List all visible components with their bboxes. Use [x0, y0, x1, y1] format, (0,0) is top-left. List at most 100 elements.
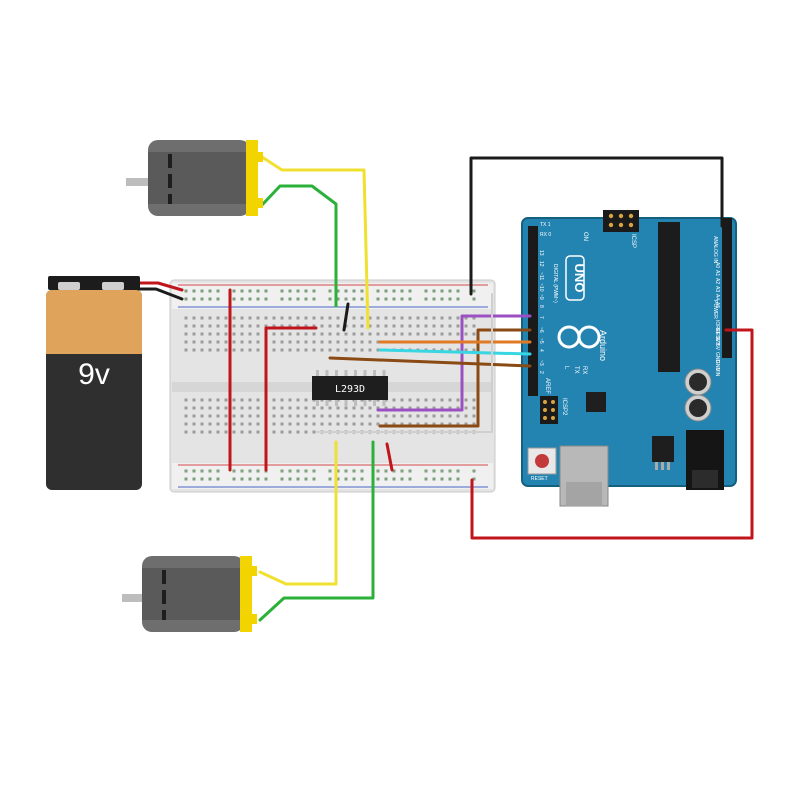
terminal-hole — [224, 348, 228, 352]
rail-hole — [472, 289, 476, 293]
rail-hole — [384, 477, 388, 481]
terminal-hole — [296, 332, 300, 336]
terminal-hole — [208, 414, 212, 418]
terminal-hole — [328, 332, 332, 336]
rail-hole — [312, 297, 316, 301]
terminal-hole — [240, 332, 244, 336]
rail-hole — [400, 477, 404, 481]
terminal-hole — [288, 406, 292, 410]
terminal-hole — [424, 332, 428, 336]
terminal-hole — [304, 430, 308, 434]
terminal-hole — [432, 316, 436, 320]
terminal-hole — [272, 422, 276, 426]
terminal-hole — [288, 430, 292, 434]
terminal-hole — [304, 406, 308, 410]
terminal-hole — [248, 414, 252, 418]
terminal-hole — [336, 422, 340, 426]
terminal-hole — [272, 324, 276, 328]
terminal-hole — [248, 406, 252, 410]
terminal-hole — [464, 406, 468, 410]
terminal-hole — [264, 316, 268, 320]
terminal-hole — [200, 414, 204, 418]
terminal-hole — [352, 414, 356, 418]
terminal-hole — [416, 398, 420, 402]
terminal-hole — [432, 414, 436, 418]
terminal-hole — [200, 324, 204, 328]
terminal-hole — [472, 332, 476, 336]
rail-hole — [448, 297, 452, 301]
terminal-hole — [392, 406, 396, 410]
terminal-hole — [264, 324, 268, 328]
terminal-hole — [304, 316, 308, 320]
rail-hole — [280, 469, 284, 473]
l-led-label: L — [563, 366, 569, 370]
terminal-hole — [272, 340, 276, 344]
terminal-hole — [336, 324, 340, 328]
rail-hole — [384, 289, 388, 293]
chip-pin — [344, 400, 348, 406]
rail-hole — [392, 297, 396, 301]
rail-hole — [216, 469, 220, 473]
terminal-hole — [192, 406, 196, 410]
rx-led-label: RX — [581, 366, 587, 374]
terminal-hole — [336, 340, 340, 344]
icsp2-header — [540, 396, 558, 424]
usb-connector — [559, 445, 609, 507]
rail-hole — [376, 477, 380, 481]
rail-hole — [240, 477, 244, 481]
terminal-hole — [424, 422, 428, 426]
terminal-hole — [464, 316, 468, 320]
terminal-hole — [296, 398, 300, 402]
motor-top-green-wire — [260, 184, 338, 308]
terminal-hole — [296, 316, 300, 320]
terminal-hole — [456, 406, 460, 410]
rail-hole — [344, 469, 348, 473]
terminal-hole — [368, 340, 372, 344]
terminal-hole — [368, 348, 372, 352]
terminal-hole — [224, 324, 228, 328]
rail-hole — [328, 477, 332, 481]
terminal-hole — [216, 340, 220, 344]
pin-label: VIN — [714, 368, 720, 377]
chip-pin — [382, 400, 386, 406]
rail-hole — [216, 477, 220, 481]
enable-wire-white — [315, 293, 493, 433]
rail-hole — [456, 297, 460, 301]
dc-motor-icon — [122, 556, 257, 632]
pin-label: A1 — [714, 270, 720, 276]
rail-hole — [456, 477, 460, 481]
terminal-hole — [312, 332, 316, 336]
terminal-hole — [408, 406, 412, 410]
terminal-hole — [256, 332, 260, 336]
terminal-hole — [224, 316, 228, 320]
terminal-hole — [232, 398, 236, 402]
terminal-hole — [320, 348, 324, 352]
rail-hole — [336, 477, 340, 481]
pin-label: A0 — [714, 262, 720, 268]
terminal-hole — [344, 414, 348, 418]
terminal-hole — [288, 324, 292, 328]
terminal-hole — [352, 324, 356, 328]
rail-hole — [304, 297, 308, 301]
terminal-hole — [408, 324, 412, 328]
terminal-hole — [248, 430, 252, 434]
motor-top-yellow-wire — [260, 155, 370, 330]
terminal-hole — [384, 406, 388, 410]
terminal-hole — [400, 398, 404, 402]
power-header-label: POWER — [712, 300, 718, 319]
rail-hole — [328, 297, 332, 301]
terminal-hole — [424, 406, 428, 410]
terminal-hole — [304, 324, 308, 328]
pin-label: 13 — [538, 250, 544, 256]
terminal-hole — [240, 316, 244, 320]
terminal-hole — [440, 348, 444, 352]
terminal-hole — [312, 430, 316, 434]
terminal-hole — [192, 332, 196, 336]
terminal-hole — [256, 406, 260, 410]
rail-hole — [248, 469, 252, 473]
terminal-hole — [448, 324, 452, 328]
terminal-hole — [392, 414, 396, 418]
rail-hole — [440, 469, 444, 473]
terminal-hole — [248, 316, 252, 320]
terminal-hole — [384, 414, 388, 418]
